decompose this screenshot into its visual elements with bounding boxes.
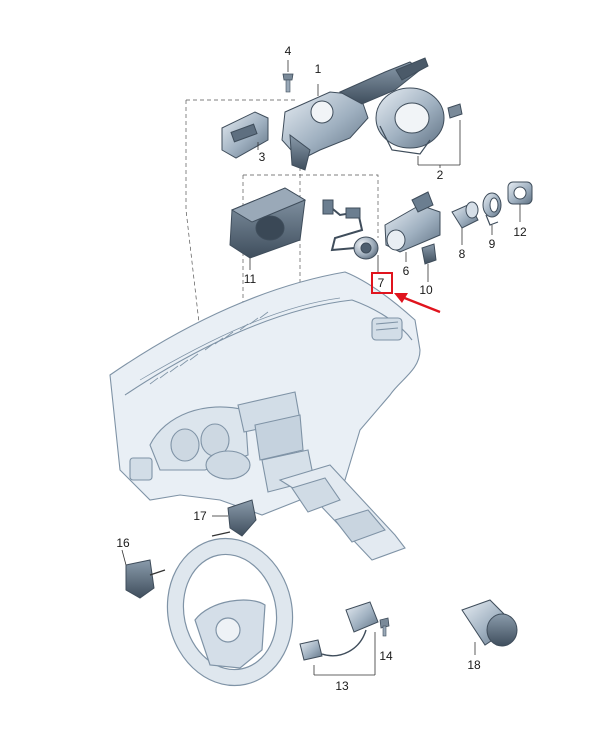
screw-part-14 (379, 617, 390, 637)
center-console (278, 464, 406, 561)
dashboard (109, 271, 421, 516)
switch-part-10 (421, 243, 437, 282)
module-part-18 (461, 599, 518, 655)
callout-4: 4 (284, 44, 292, 58)
multifunction-buttons-part-13 (299, 601, 379, 676)
callout-12: 12 (513, 225, 527, 239)
bracket-part-3 (221, 111, 269, 159)
callout-13: 13 (335, 679, 349, 693)
callout-18: 18 (467, 658, 481, 672)
callout-7: 7 (377, 276, 385, 290)
callout-16: 16 (116, 536, 130, 550)
paddle-shifter-part-16 (121, 549, 166, 599)
callout-10: 10 (419, 283, 433, 297)
callout-8: 8 (458, 247, 466, 261)
paddle-shifter-part-17 (211, 499, 257, 537)
module-part-11 (229, 187, 307, 270)
callout-11: 11 (243, 272, 257, 286)
callout-6: 6 (402, 264, 410, 278)
pointer-arrow (394, 293, 441, 314)
highlight-box (371, 272, 393, 294)
callout-14: 14 (379, 649, 393, 663)
callout-3: 3 (258, 150, 266, 164)
steering-wheel (166, 537, 294, 687)
callout-9: 9 (488, 237, 496, 251)
callout-17: 17 (193, 509, 207, 523)
harness-part-7 (322, 199, 379, 272)
ring-part-9 (482, 192, 502, 235)
clock-spring-part-2 (375, 87, 463, 168)
combination-switch-part-1 (281, 57, 429, 171)
callout-1: 1 (314, 62, 322, 76)
callout-2: 2 (436, 168, 444, 182)
ignition-lock-part-6 (384, 191, 441, 262)
trim-ring-part-12 (507, 181, 533, 222)
screw-part-4 (282, 60, 294, 93)
lock-cylinder-part-8 (451, 201, 479, 245)
